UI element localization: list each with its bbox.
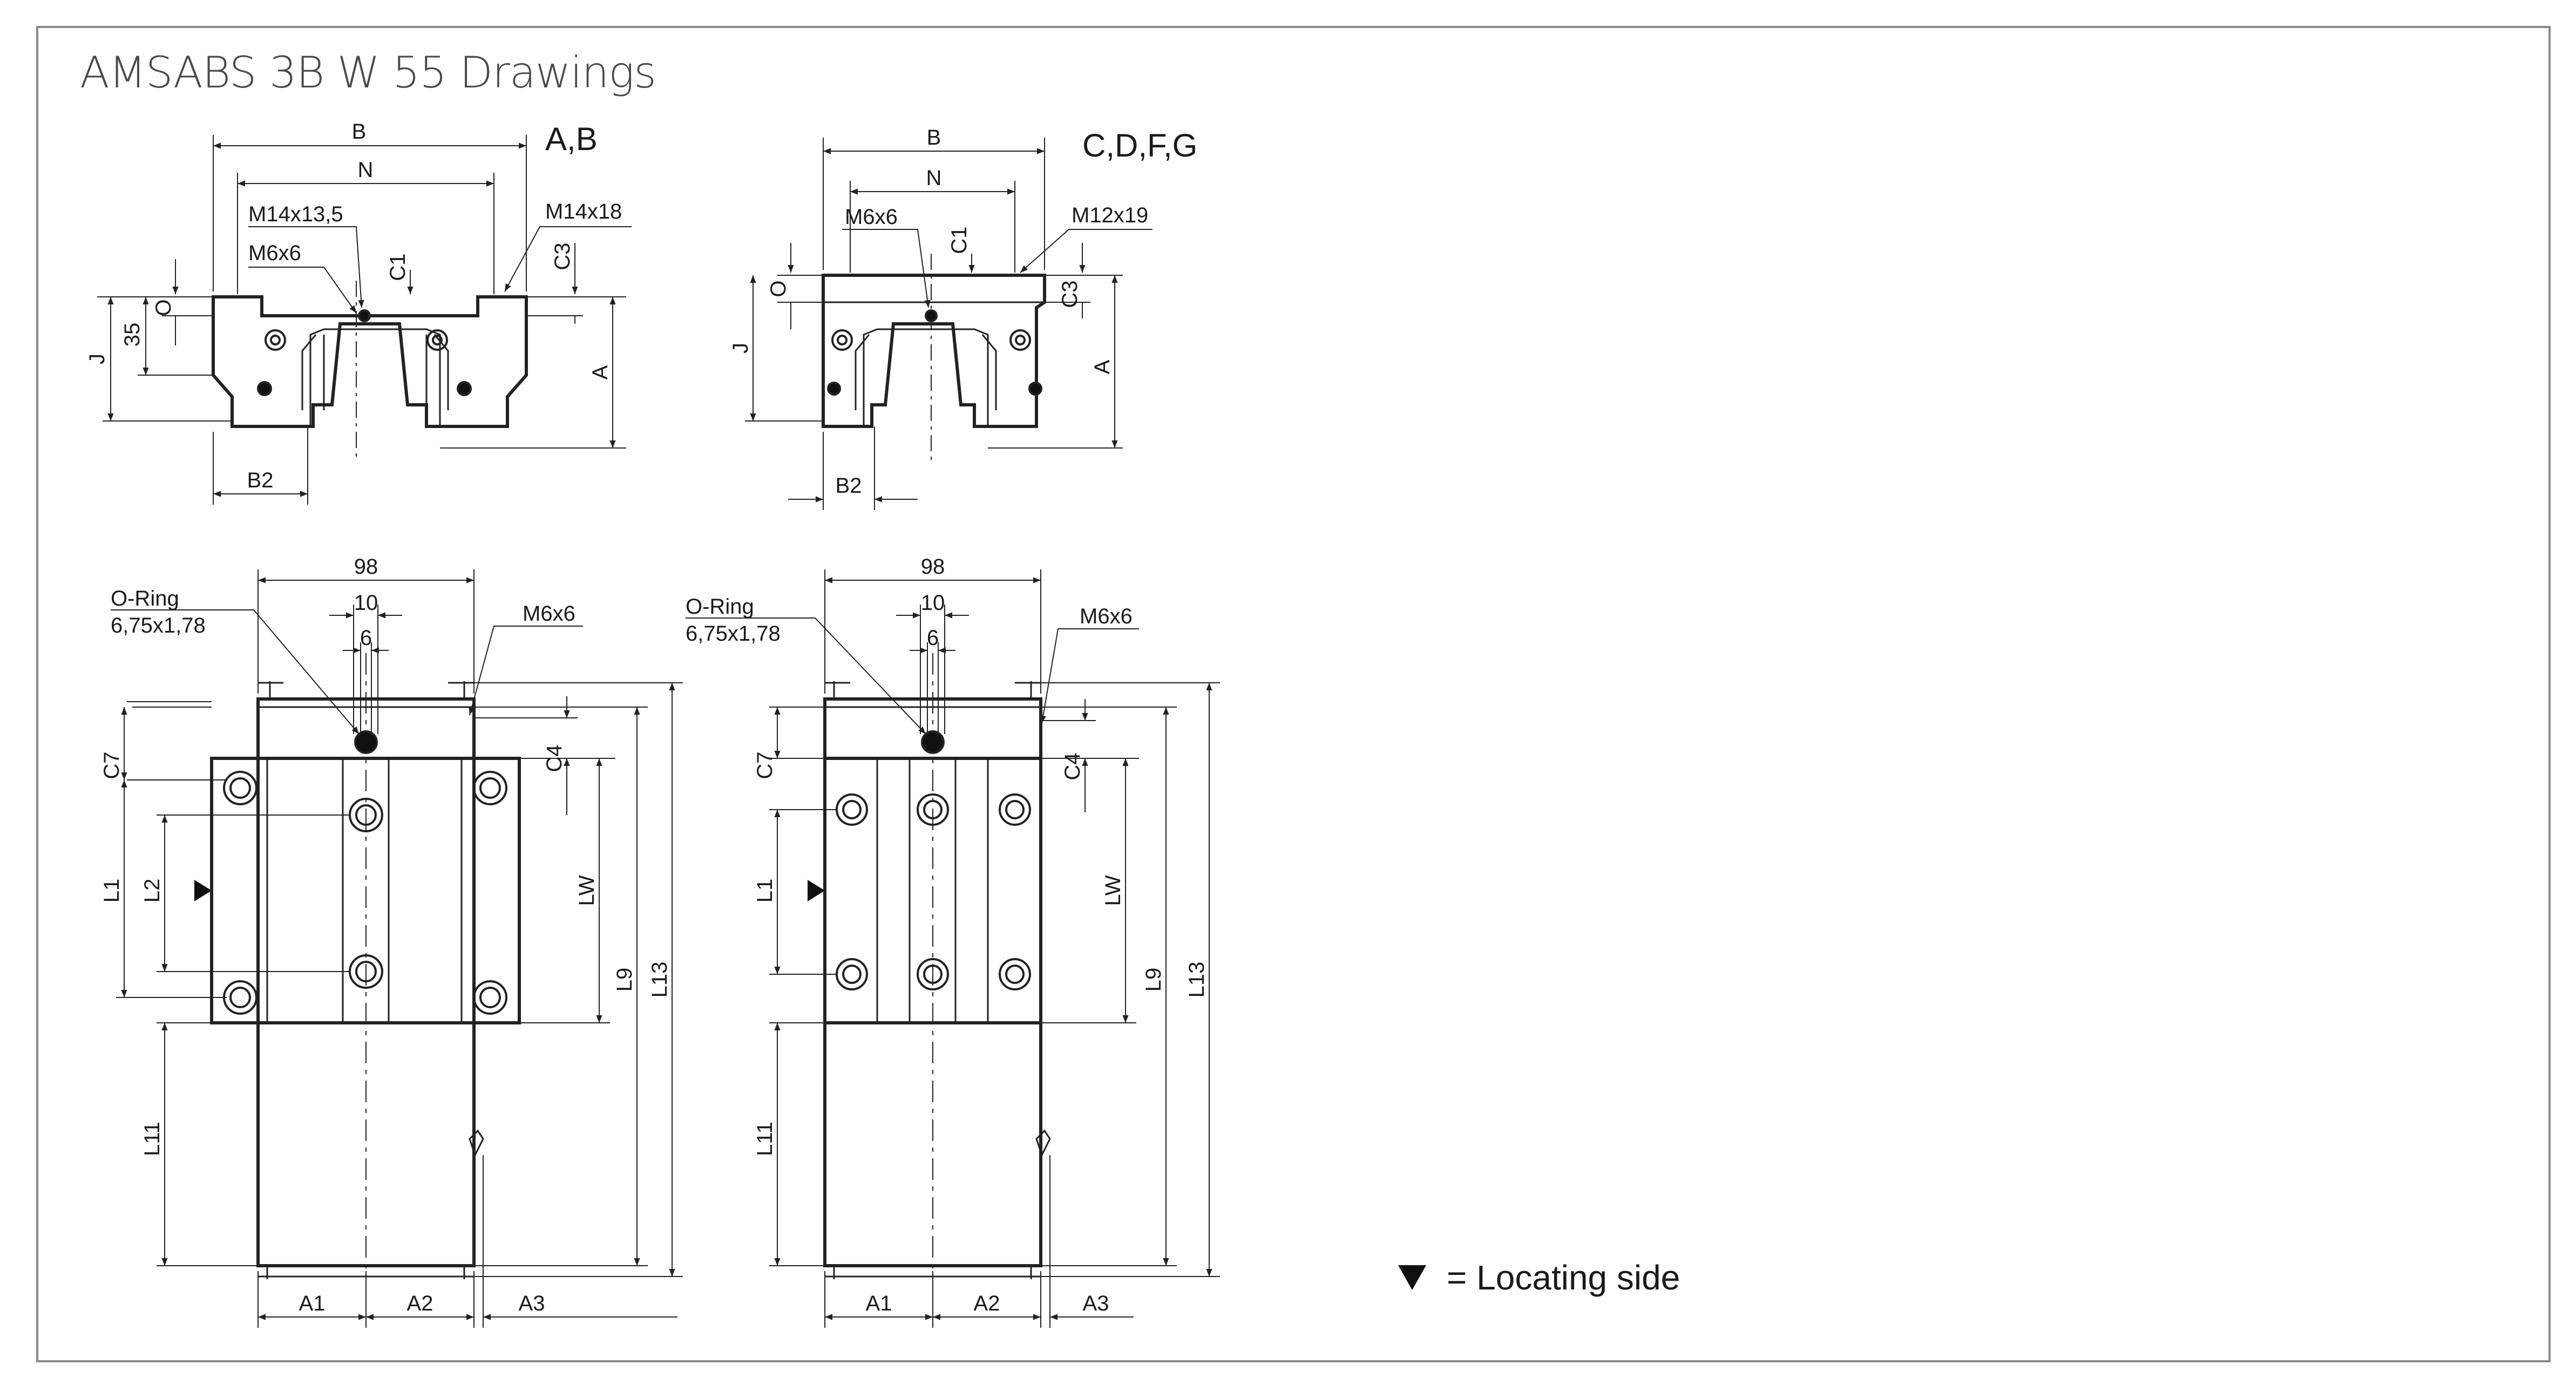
variant-label: A,B	[545, 121, 598, 157]
dim-L2: L2	[140, 879, 164, 903]
dim-O: O	[767, 280, 790, 297]
dim-C3: C3	[551, 242, 574, 270]
view-top-left-labels: A,B B N M14x13,5 M6x6 M14x18 C1 C3 A O 3…	[85, 120, 622, 492]
dim-L13: L13	[648, 962, 672, 998]
dim-C1: C1	[386, 253, 410, 281]
dim-LW: LW	[1101, 875, 1125, 906]
dim-A1: A1	[299, 1292, 326, 1315]
callout-M6x6: M6x6	[845, 205, 898, 229]
view-top-right-labels: C,D,F,G B N M6x6 M12x19 C1 C3 A O J B2	[729, 126, 1197, 498]
dim-10: 10	[921, 591, 945, 615]
callout-M14x13: M14x13,5	[248, 202, 343, 226]
dim-A2: A2	[407, 1292, 433, 1315]
triangle-down-icon	[1398, 1265, 1426, 1290]
page-title: AMSABS 3B W 55 Drawings	[80, 47, 656, 98]
view-bottom-right	[686, 569, 1220, 1328]
callout-M6x6: M6x6	[1080, 605, 1133, 628]
dim-N: N	[358, 158, 374, 182]
callout-M6x6: M6x6	[523, 602, 575, 626]
dim-C1: C1	[947, 226, 971, 254]
dim-N: N	[926, 166, 942, 190]
dim-A1: A1	[866, 1292, 892, 1315]
dim-6: 6	[927, 626, 939, 650]
oring-size: 6,75x1,78	[686, 622, 781, 646]
dim-O: O	[152, 299, 175, 316]
dim-A3: A3	[519, 1292, 545, 1315]
callout-M6x6: M6x6	[248, 241, 301, 265]
dim-B: B	[927, 126, 941, 150]
dim-L1: L1	[753, 879, 777, 903]
dim-J: J	[85, 354, 109, 364]
dim-C4: C4	[543, 744, 566, 772]
carriage-profile	[822, 274, 1046, 428]
legend-text: = Locating side	[1447, 1258, 1680, 1297]
view-bottom-left-labels: 98 10 6 O-Ring 6,75x1,78 M6x6 C7 L1 L2 L…	[100, 555, 672, 1315]
rail-profile	[309, 328, 441, 426]
dim-J: J	[729, 343, 753, 354]
dim-C7: C7	[753, 751, 777, 779]
dim-A3: A3	[1083, 1292, 1109, 1315]
callout-M14x18: M14x18	[545, 200, 622, 223]
dim-L11: L11	[140, 1122, 164, 1156]
view-top-right	[745, 138, 1153, 510]
dim-A: A	[588, 365, 612, 379]
dim-C7: C7	[100, 751, 124, 779]
view-bottom-right-labels: 98 10 6 O-Ring 6,75x1,78 M6x6 C7 L1 L11 …	[686, 555, 1209, 1315]
dim-35: 35	[120, 323, 144, 347]
dim-98: 98	[354, 555, 378, 579]
dim-L1: L1	[100, 879, 124, 903]
dim-B2: B2	[247, 469, 274, 492]
dim-L9: L9	[613, 968, 636, 992]
drawing-frame	[36, 26, 2551, 1362]
dim-LW: LW	[575, 875, 599, 906]
dim-C3: C3	[1058, 280, 1082, 308]
variant-label: C,D,F,G	[1082, 127, 1197, 164]
dim-A2: A2	[974, 1292, 1000, 1315]
dim-B2: B2	[836, 474, 862, 498]
dim-L13: L13	[1185, 962, 1209, 998]
dim-B: B	[352, 120, 367, 144]
view-top-left	[97, 135, 632, 505]
dim-98: 98	[921, 555, 945, 579]
dim-6: 6	[360, 626, 372, 650]
oring-callout: O-Ring	[686, 595, 754, 619]
dim-A: A	[1090, 359, 1114, 374]
view-bottom-left	[111, 569, 683, 1328]
oring-callout: O-Ring	[111, 587, 179, 610]
dim-C4: C4	[1061, 752, 1084, 780]
oring-size: 6,75x1,78	[111, 614, 206, 637]
callout-M12x19: M12x19	[1072, 203, 1148, 227]
dim-L9: L9	[1142, 968, 1165, 992]
dim-L11: L11	[753, 1122, 777, 1156]
dim-10: 10	[354, 591, 378, 615]
legend: = Locating side	[1398, 1258, 1680, 1298]
